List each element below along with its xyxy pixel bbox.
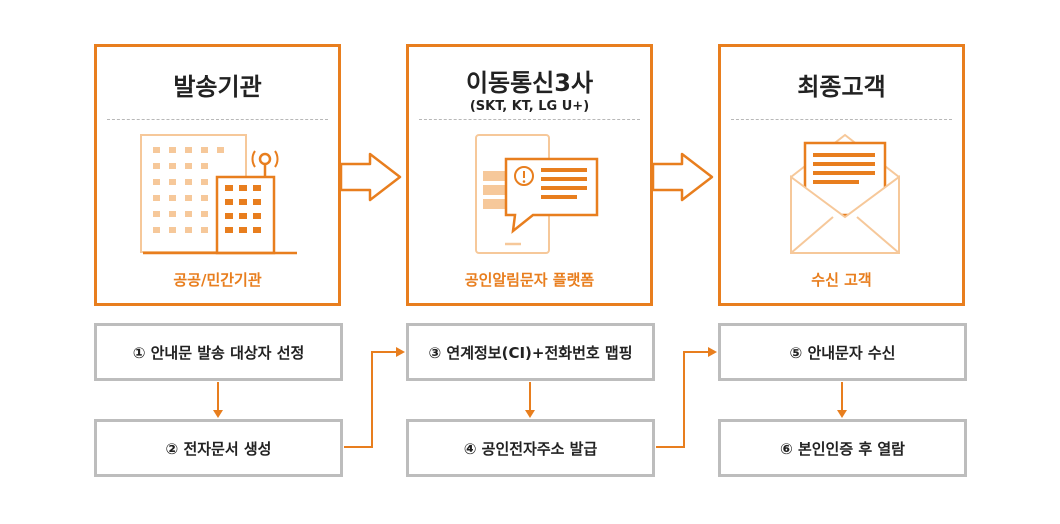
panel-title: 최종고객	[797, 73, 886, 101]
step-4-box: ④ 공인전자주소 발급	[406, 419, 655, 477]
envelope-letter-icon	[790, 133, 900, 254]
step-6-box: ⑥ 본인인증 후 열람	[718, 419, 967, 477]
dashed-divider	[731, 119, 952, 120]
panel-title: 발송기관	[173, 73, 262, 101]
panel-recipient: 최종고객 수신 고객	[718, 44, 965, 306]
panel-subtitle: (SKT, KT, LG U+)	[469, 99, 590, 114]
elbow-arrow-1	[344, 351, 398, 448]
panel-title: 이동통신3사	[465, 69, 594, 97]
step-2-box: ② 전자문서 생성	[94, 419, 343, 477]
panel-caption: 수신 고객	[811, 271, 872, 289]
step-3-box: ③ 연계정보(CI)+전화번호 맵핑	[406, 323, 655, 381]
dashed-divider	[419, 119, 640, 120]
panel-sender: 발송기관 공공/민간기관	[94, 44, 341, 306]
panel-caption: 공인알림문자 플랫폼	[464, 271, 595, 289]
building-icon	[140, 134, 297, 255]
step-1-box: ① 안내문 발송 대상자 선정	[94, 323, 343, 381]
step-5-box: ⑤ 안내문자 수신	[718, 323, 967, 381]
elbow-arrow-2	[656, 351, 710, 448]
flow-arrow-2	[651, 152, 714, 202]
phone-message-icon	[475, 134, 599, 254]
flow-arrow-1	[339, 152, 402, 202]
panel-carrier: 이동통신3사 (SKT, KT, LG U+) 공인알림문자 플랫폼	[406, 44, 653, 306]
panel-caption: 공공/민간기관	[173, 271, 262, 289]
dashed-divider	[107, 119, 328, 120]
